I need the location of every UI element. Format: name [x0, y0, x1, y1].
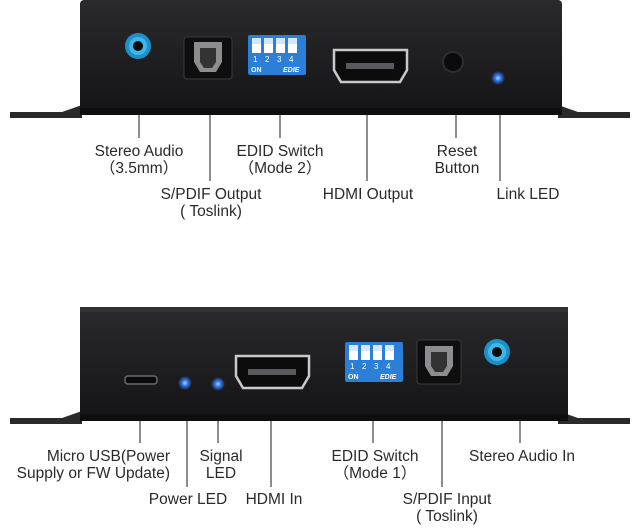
bottom-unit-case: [80, 307, 568, 421]
label-spdif-input-line2: ( Toslink): [416, 508, 478, 525]
top-dip-on-text: ON: [251, 67, 262, 74]
top-dip-number-2: 2: [265, 55, 270, 64]
label-hdmi-in-line1: HDMI In: [245, 491, 303, 508]
label-hdmi-output: HDMI Output: [306, 186, 430, 203]
bottom-stereo-audio-jack: [484, 339, 510, 365]
top-leader-lines: [138, 115, 501, 181]
bottom-micro-usb-port: [124, 375, 158, 385]
bottom-dip-number-4: 4: [386, 362, 391, 371]
label-edid-switch-bottom: EDID Switch （Mode 1）: [308, 448, 442, 482]
label-spdif-output-line1: S/PDIF Output: [160, 186, 262, 203]
label-link-led-line1: Link LED: [496, 186, 560, 203]
bottom-dip-number-2: 2: [362, 362, 367, 371]
label-edid-switch-top-line2: （Mode 2）: [238, 160, 322, 177]
label-stereo-audio-line1: Stereo Audio: [94, 143, 184, 160]
label-signal-led-line2: LED: [205, 465, 237, 482]
bottom-toslink-port: [416, 339, 462, 385]
top-unit: 1 2 3 4 ON EDIE: [10, 0, 630, 181]
bottom-leader-lines: [139, 421, 521, 487]
label-edid-switch-top: EDID Switch （Mode 2）: [214, 143, 346, 177]
top-dip-switch: 1 2 3 4 ON EDIE: [248, 35, 306, 75]
label-spdif-output-line2: ( Toslink): [180, 203, 242, 220]
top-stereo-audio-jack: [125, 33, 151, 59]
bottom-unit: 1 2 3 4 ON EDIE: [10, 307, 630, 487]
top-unit-case: [80, 0, 562, 115]
top-dip-brand-text: EDIE: [283, 67, 300, 74]
label-edid-switch-bottom-line2: （Mode 1）: [333, 465, 417, 482]
bottom-signal-led: [211, 377, 225, 391]
label-stereo-audio-line2: （3.5mm）: [99, 160, 179, 177]
top-dip-number-1: 1: [253, 55, 258, 64]
top-reset-button[interactable]: [442, 51, 464, 73]
top-mount-bracket-left: [10, 105, 82, 118]
bottom-dip-switch: 1 2 3 4 ON EDIE: [345, 342, 403, 382]
label-edid-switch-bottom-line1: EDID Switch: [331, 448, 419, 465]
label-spdif-input: S/PDIF Input ( Toslink): [380, 491, 514, 525]
top-mount-bracket-right: [558, 105, 630, 118]
bottom-dip-brand-text: EDIE: [380, 374, 397, 381]
label-link-led: Link LED: [476, 186, 580, 203]
label-hdmi-output-line1: HDMI Output: [322, 186, 414, 203]
label-signal-led: Signal LED: [186, 448, 256, 482]
label-stereo-audio: Stereo Audio （3.5mm）: [62, 143, 216, 177]
label-power-led: Power LED: [126, 491, 250, 508]
label-reset-button-line1: Reset: [436, 143, 478, 160]
label-power-led-line1: Power LED: [148, 491, 228, 508]
label-spdif-output: S/PDIF Output ( Toslink): [136, 186, 286, 220]
top-hdmi-output-port: [332, 48, 409, 84]
top-toslink-port: [183, 36, 233, 80]
label-reset-button-line2: Button: [434, 160, 480, 177]
top-dip-number-3: 3: [277, 55, 282, 64]
bottom-dip-on-text: ON: [348, 374, 359, 381]
label-hdmi-in: HDMI In: [222, 491, 326, 508]
label-stereo-audio-in: Stereo Audio In: [452, 448, 592, 465]
label-edid-switch-top-line1: EDID Switch: [236, 143, 324, 160]
bottom-power-led: [178, 376, 192, 390]
bottom-mount-bracket-left: [10, 411, 82, 424]
bottom-hdmi-input-port: [234, 354, 311, 390]
label-spdif-input-line1: S/PDIF Input: [402, 491, 492, 508]
bottom-dip-number-3: 3: [374, 362, 379, 371]
top-dip-number-4: 4: [289, 55, 294, 64]
label-micro-usb: Micro USB(Power Supply or FW Update): [0, 448, 170, 482]
label-micro-usb-line2: Supply or FW Update): [16, 465, 170, 482]
top-link-led: [491, 71, 505, 85]
label-signal-led-line1: Signal: [199, 448, 243, 465]
bottom-dip-number-1: 1: [350, 362, 355, 371]
label-micro-usb-line1: Micro USB(Power: [46, 448, 170, 465]
label-stereo-audio-in-line1: Stereo Audio In: [469, 448, 575, 465]
label-reset-button: Reset Button: [412, 143, 502, 177]
bottom-mount-bracket-right: [558, 411, 630, 424]
